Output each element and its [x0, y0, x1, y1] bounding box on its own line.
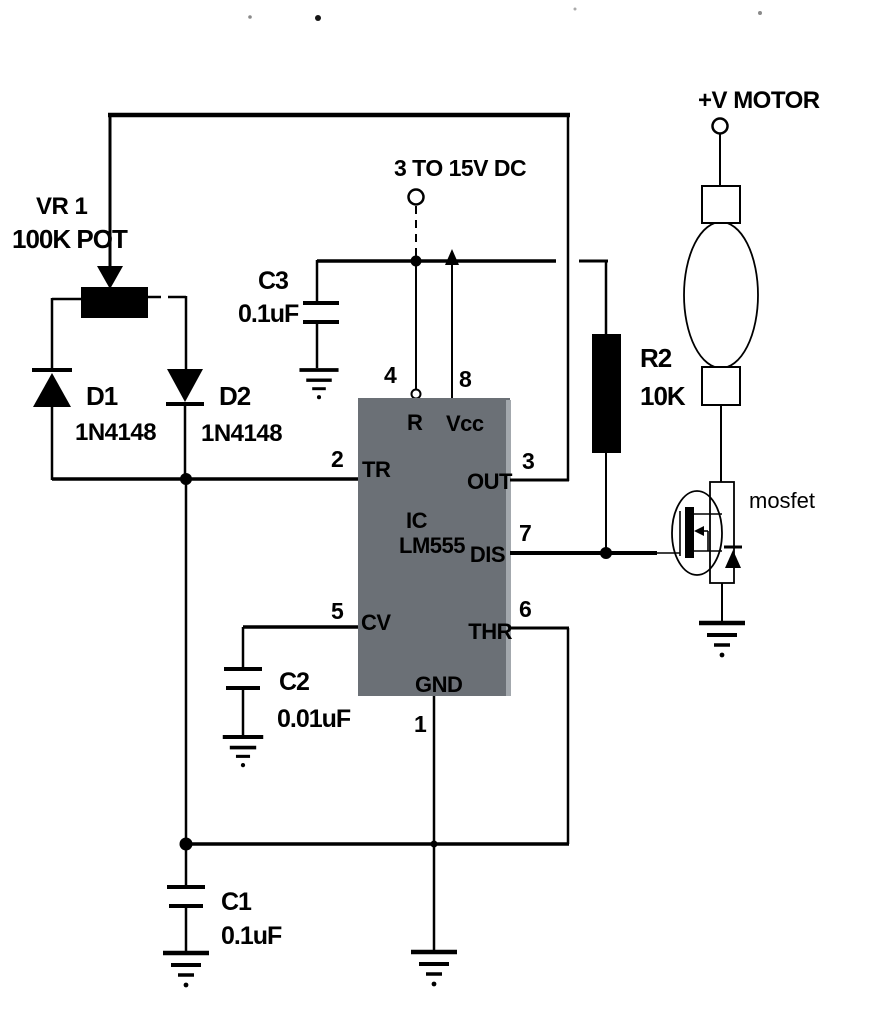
supply-label: 3 TO 15V DC — [394, 155, 526, 181]
d1-part: 1N4148 — [75, 419, 156, 446]
pin-label-trigger: TR — [362, 457, 391, 482]
resistor-body — [592, 334, 621, 453]
motor — [683, 185, 759, 482]
wire-discharge — [510, 452, 680, 559]
pin-label-discharge: DIS — [470, 542, 505, 567]
wire-arrow — [445, 249, 459, 265]
substrate-arrow — [694, 526, 704, 536]
pin-label-vcc: Vcc — [446, 411, 484, 436]
pin-label-output: OUT — [467, 469, 513, 494]
c3-capacitor — [297, 260, 341, 402]
pin3-number: 3 — [522, 448, 534, 474]
c1-value: 0.1uF — [221, 922, 282, 950]
pin5-number: 5 — [331, 598, 344, 624]
vr1-value: 100K POT — [12, 224, 128, 254]
c2-capacitor — [220, 625, 358, 770]
wire-ground-pin — [411, 696, 457, 986]
wire-bottom — [179, 837, 569, 851]
c2-name: C2 — [279, 668, 309, 696]
pin4-number: 4 — [384, 362, 397, 388]
ground-symbol — [411, 952, 457, 986]
supply-terminal — [407, 188, 425, 259]
d2-part: 1N4148 — [201, 420, 282, 447]
wiper-arrow — [97, 266, 123, 289]
pin-label-reset: R — [407, 410, 423, 435]
c3-name: C3 — [258, 267, 288, 295]
d1-name: D1 — [86, 381, 118, 411]
wire-vcc-rail — [317, 249, 608, 335]
diode-triangle — [167, 369, 203, 402]
diode-triangle — [33, 373, 71, 407]
reset-bubble — [410, 388, 422, 400]
c2-value: 0.01uF — [277, 705, 351, 733]
body-diode-triangle — [725, 550, 741, 568]
motor-terminal-bottom — [701, 366, 741, 406]
ic-edge-highlight — [506, 400, 511, 696]
mosfet-circle — [671, 490, 723, 576]
pin-label-control: CV — [361, 610, 391, 635]
ic-part: LM555 — [399, 533, 465, 558]
r2-name: R2 — [640, 343, 672, 373]
vr1-name: VR 1 — [36, 193, 88, 220]
pin1-number: 1 — [414, 711, 427, 737]
wire-threshold — [510, 626, 570, 844]
ground-symbol — [163, 953, 209, 987]
mosfet-label: mosfet — [749, 488, 815, 513]
wire-top-rail — [108, 112, 570, 481]
pin-label-ground: GND — [415, 672, 462, 697]
terminal-circle — [711, 117, 729, 135]
ic-body — [358, 398, 510, 696]
motor-terminal-top — [701, 185, 741, 224]
pin-label-threshold: THR — [468, 619, 512, 644]
d2-name: D2 — [219, 381, 251, 411]
wire-reset-pin — [410, 261, 422, 400]
vr1-potentiometer — [50, 266, 188, 369]
motor-body — [683, 221, 759, 369]
pin7-number: 7 — [519, 520, 531, 546]
mosfet-transistor — [671, 481, 745, 657]
scan-specks — [248, 7, 762, 21]
r2-value: 10K — [640, 381, 686, 411]
gate-bar — [685, 507, 694, 558]
d2-diode — [166, 369, 204, 480]
terminal-circle — [407, 188, 425, 206]
pin8-number: 8 — [459, 366, 472, 392]
pot-body — [81, 287, 148, 318]
motor-supply-label: +V MOTOR — [698, 87, 820, 114]
c3-value: 0.1uF — [238, 300, 299, 328]
ic-lm555 — [358, 398, 511, 696]
ground-symbol — [699, 623, 745, 657]
r2-resistor — [592, 334, 621, 453]
wire-trigger — [52, 473, 358, 845]
ic-designator: IC — [406, 508, 428, 533]
c1-name: C1 — [221, 888, 252, 916]
ground-symbol — [220, 735, 266, 770]
c1-capacitor — [163, 844, 209, 987]
ground-symbol — [297, 368, 341, 402]
pin2-number: 2 — [331, 446, 343, 472]
motor-supply-terminal — [711, 117, 729, 186]
d1-diode — [32, 368, 72, 480]
pin6-number: 6 — [519, 596, 531, 622]
